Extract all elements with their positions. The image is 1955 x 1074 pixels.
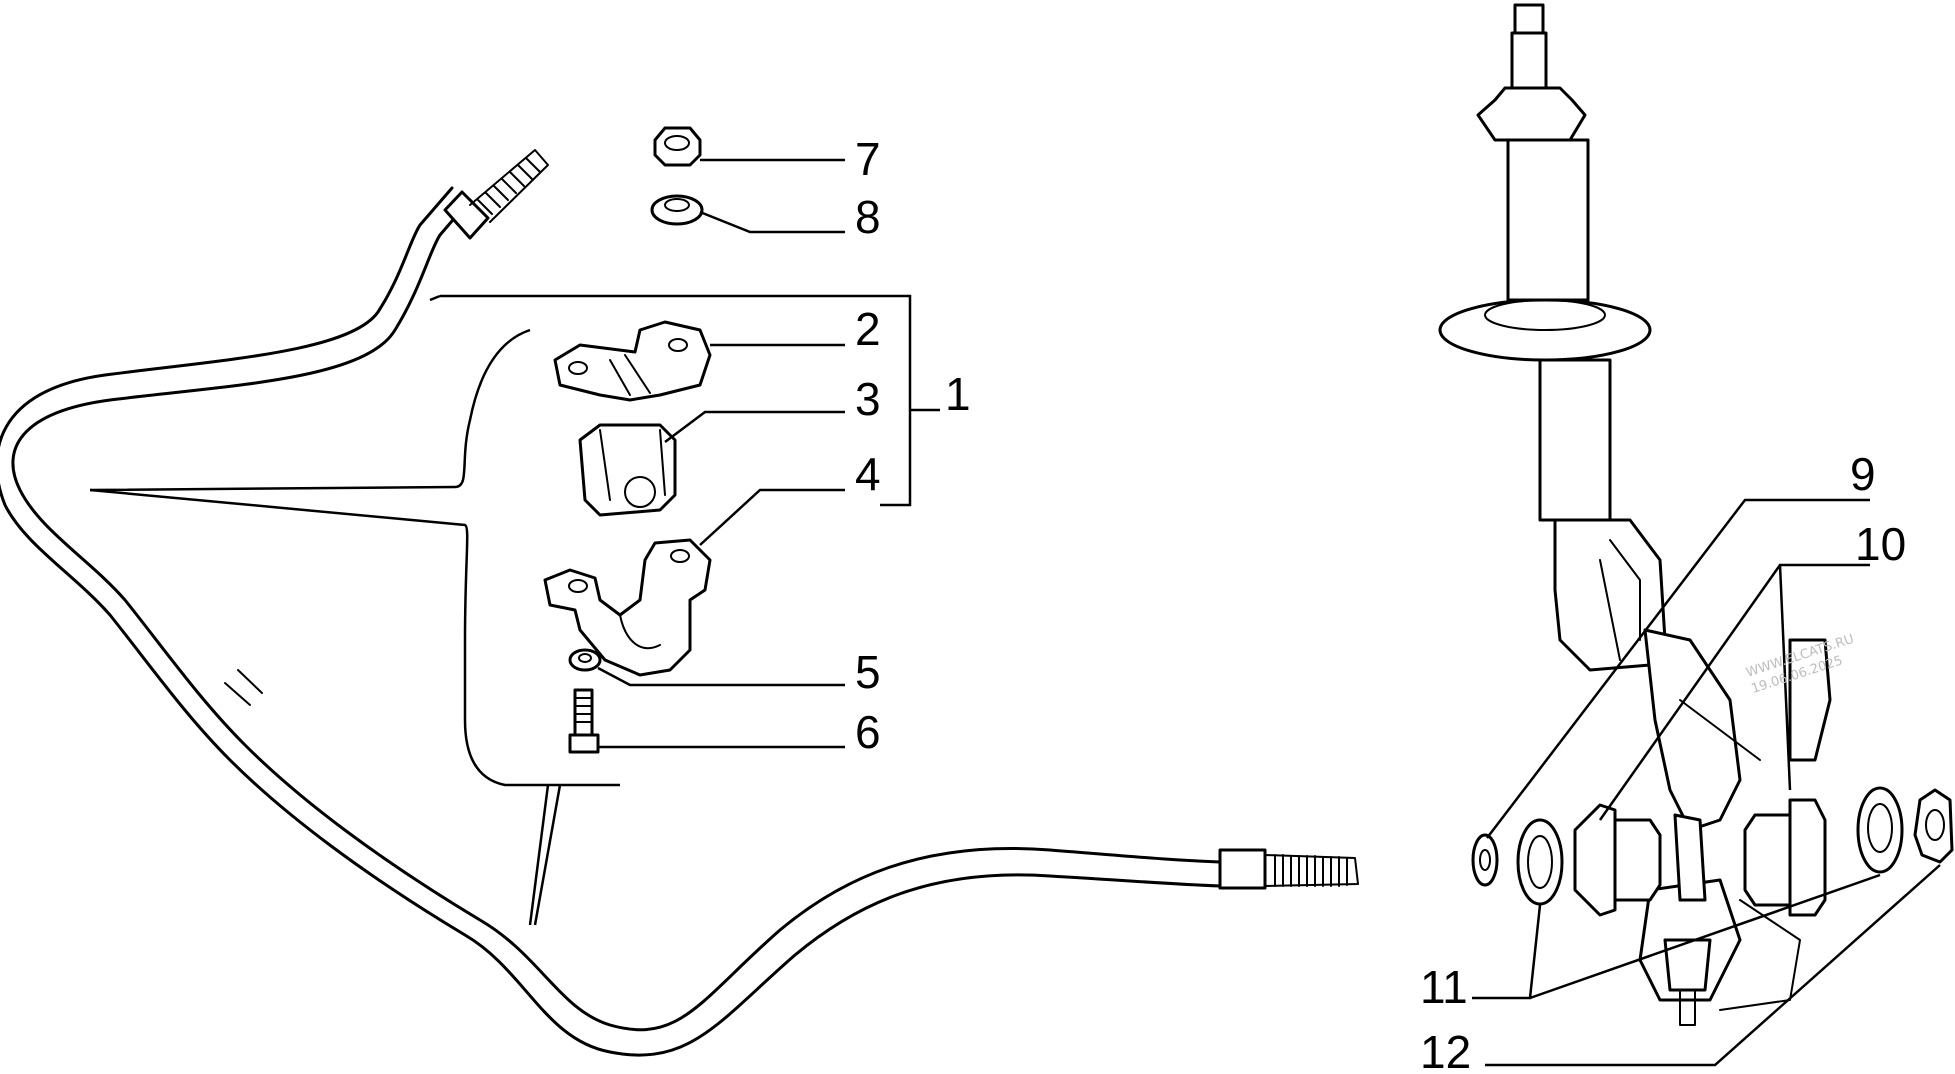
leader-11 (1472, 873, 1881, 1000)
nut-part-7 (653, 126, 702, 167)
callout-1: 1 (945, 368, 971, 420)
callout-3: 3 (855, 373, 881, 425)
callout-10: 10 (1855, 518, 1906, 570)
strut-assembly (1438, 3, 1832, 1026)
leader-1-bracket (440, 294, 940, 507)
leader-12 (1485, 864, 1941, 1067)
leader-9 (1486, 498, 1870, 839)
bushing-part-10a (1573, 803, 1662, 917)
threaded-end-right (1264, 854, 1359, 887)
leader-10 (1598, 563, 1870, 821)
leader-3 (664, 410, 845, 443)
rubber-bushing-part-3 (578, 423, 677, 517)
threaded-end-top (443, 149, 549, 240)
leader-5 (597, 666, 845, 687)
leader-1-top (429, 294, 441, 302)
detail-brace (89, 328, 620, 926)
cup-part-11b (1856, 786, 1904, 874)
link-bushing (1673, 813, 1707, 902)
callout-12: 12 (1420, 1026, 1471, 1074)
callout-7: 7 (855, 133, 881, 185)
stabilizer-bar (0, 149, 1359, 1057)
leader-8 (699, 210, 845, 234)
callout-8: 8 (855, 191, 881, 243)
nut-part-12 (1913, 788, 1954, 864)
u-bracket-part-4 (543, 538, 712, 677)
callout-9: 9 (1850, 448, 1876, 500)
clamp-plate-part-2 (553, 320, 712, 402)
washer-part-8 (650, 194, 704, 226)
callout-4: 4 (855, 448, 881, 500)
callout-5: 5 (855, 646, 881, 698)
lock-washer-part-5 (568, 648, 602, 672)
washer-part-9 (1471, 833, 1499, 887)
callout-11: 11 (1420, 961, 1468, 1013)
callout-2: 2 (855, 303, 881, 355)
bushing-part-10b (1743, 798, 1827, 917)
bolt-part-6 (568, 688, 600, 754)
callout-6: 6 (855, 706, 881, 758)
cup-part-11a (1516, 818, 1564, 906)
leader-4 (699, 488, 845, 546)
